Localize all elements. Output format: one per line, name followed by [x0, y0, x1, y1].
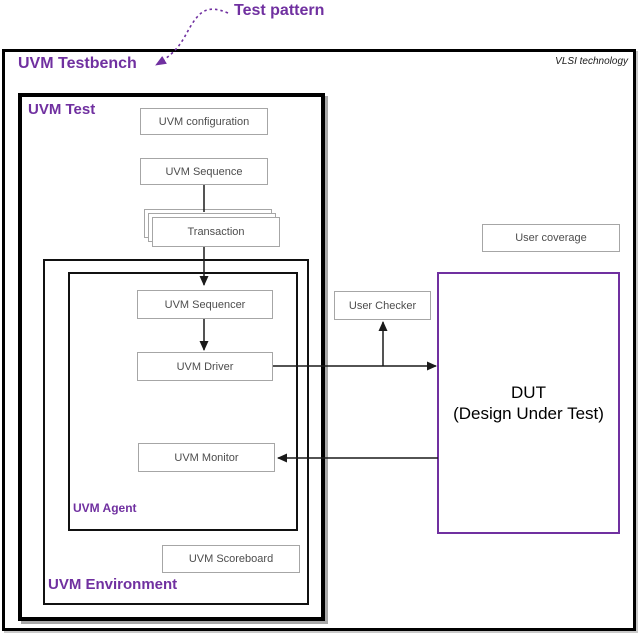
uvm-test-title: UVM Test — [28, 101, 96, 118]
uvm-test-box — [18, 93, 325, 621]
dut-title-line1: DUT — [511, 383, 546, 402]
user-coverage-box: User coverage — [482, 224, 620, 252]
vlsi-technology-note: VLSI technology — [555, 56, 628, 67]
uvm-sequence-box: UVM Sequence — [140, 158, 268, 185]
dut-title-line2: (Design Under Test) — [453, 404, 604, 423]
uvm-testbench-box — [2, 49, 636, 631]
uvm-agent-box — [68, 272, 298, 531]
uvm-testbench-title: UVM Testbench — [18, 55, 137, 72]
uvm-driver-box: UVM Driver — [137, 352, 273, 381]
dut-box: DUT (Design Under Test) — [437, 272, 620, 534]
uvm-agent-title: UVM Agent — [73, 501, 137, 515]
uvm-environment-box — [43, 259, 309, 605]
uvm-sequencer-box: UVM Sequencer — [137, 290, 273, 319]
uvm-configuration-box: UVM configuration — [140, 108, 268, 135]
test-pattern-label: Test pattern — [234, 2, 325, 19]
transaction-box: Transaction — [152, 217, 280, 247]
uvm-monitor-box: UVM Monitor — [138, 443, 275, 472]
user-checker-box: User Checker — [334, 291, 431, 320]
uvm-scoreboard-box: UVM Scoreboard — [162, 545, 300, 573]
uvm-environment-title: UVM Environment — [48, 576, 178, 593]
